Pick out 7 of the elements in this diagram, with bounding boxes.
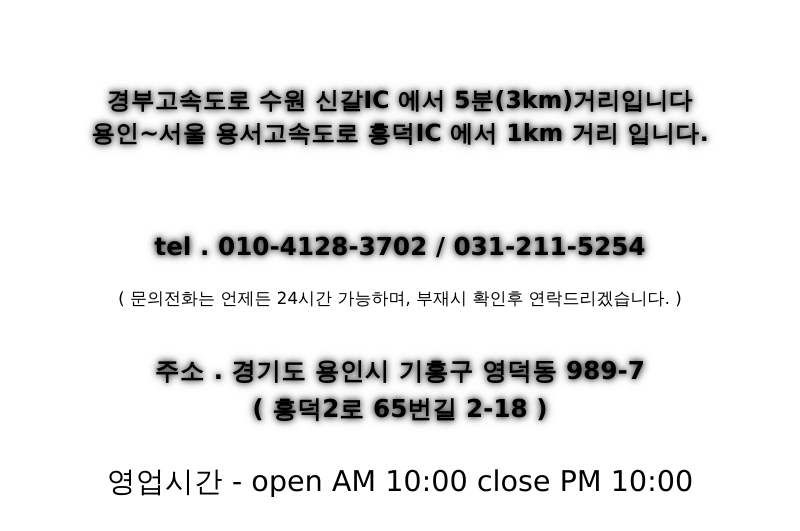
phone-numbers: tel . 010-4128-3702 / 031-211-5254 (153, 232, 647, 261)
contact-note: ( 문의전화는 언제든 24시간 가능하며, 부재시 확인후 연락드리겠습니다. ) (117, 287, 683, 310)
direction-note: 경부고속도로 수원 신갈IC 에서 5분(3km)거리입니다 (106, 85, 694, 116)
opening-hours: 영업시간 - open AM 10:00 close PM 10:00 (106, 463, 694, 500)
address-text: ( 흥덕2로 65번길 2-18 ) (251, 393, 549, 425)
direction-note: 용인~서울 용서고속도로 흥덕IC 에서 1km 거리 입니다. (90, 118, 710, 149)
address-text: 주소 . 경기도 용인시 기흥구 영덕동 989-7 (154, 355, 646, 387)
